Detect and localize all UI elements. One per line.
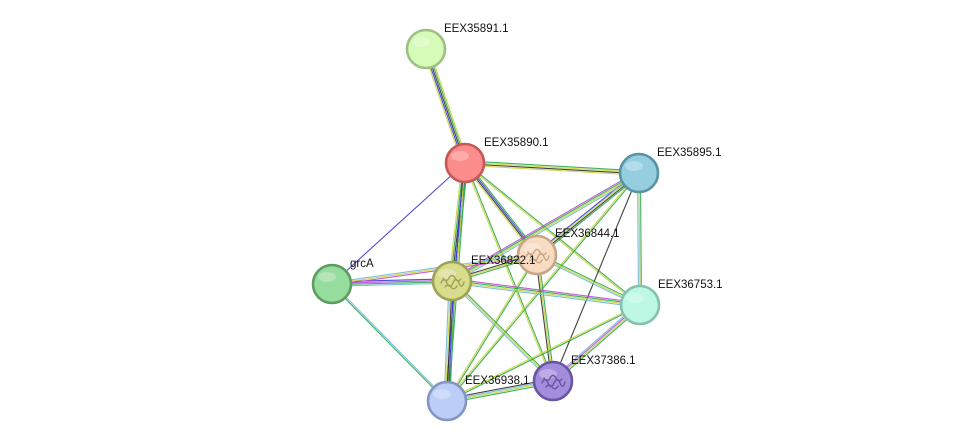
edge-EEX35890-grcA[interactable] [331,162,466,285]
node-highlight [523,243,541,253]
node-EEX35891[interactable] [405,28,447,70]
node-label-EEX36822: EEX36822.1 [471,255,536,267]
edge-strand [465,161,640,173]
edge-strand [638,172,641,306]
node-highlight [451,151,469,161]
edge-strand [451,281,640,307]
node-highlight [412,37,430,47]
edge-strand [552,172,640,382]
protein-structure-icon [440,274,465,290]
node-EEX35895[interactable] [618,152,660,194]
edge-EEX35890-EEX35895[interactable] [464,160,640,176]
edge-strand [465,162,641,305]
edge-strand [465,162,555,381]
edge-EEX36753-EEX36938[interactable] [446,303,641,403]
edge-strand [331,162,466,285]
edge-strand [445,254,537,401]
edge-strand [331,254,538,285]
node-EEX36822[interactable] [431,260,473,302]
edge-strand [536,254,554,382]
node-circle[interactable] [532,360,574,402]
node-circle[interactable] [431,260,473,302]
edge-strand [452,279,641,305]
node-highlight [318,272,336,282]
edge-strand [537,254,555,381]
node-label-EEX35890: EEX35890.1 [484,137,549,149]
edge-strand [452,174,641,284]
node-label-EEX35895: EEX35895.1 [657,147,722,159]
edge-grcA-EEX36938[interactable] [331,283,448,402]
edge-layer [331,47,642,404]
node-circle[interactable] [426,380,468,422]
edge-EEX35890-EEX36753[interactable] [464,162,641,306]
edge-strand [450,281,553,383]
node-label-EEX36844: EEX36844.1 [555,228,620,240]
node-label-EEX36938: EEX36938.1 [465,375,530,387]
node-highlight [625,161,643,171]
protein-structure-icon [541,374,566,390]
edge-strand [447,305,641,403]
edge-strand [463,163,553,382]
edge-EEX36844-EEX36938[interactable] [445,254,539,402]
node-EEX36844[interactable] [516,234,558,276]
node-grcA[interactable] [311,263,353,305]
node-EEX36753[interactable] [619,284,661,326]
edge-EEX36822-EEX37386[interactable] [450,279,555,383]
protein-structure-icon [525,248,550,264]
edge-strand [464,164,639,176]
edge-strand [535,255,553,382]
edge-strand [639,172,642,305]
node-EEX37386[interactable] [532,360,574,402]
node-highlight [539,369,557,379]
edge-strand [332,283,448,401]
node-circle[interactable] [619,284,661,326]
edge-strand [464,163,640,306]
edge-strand [446,303,640,401]
edge-EEX36844-EEX37386[interactable] [535,254,555,382]
edge-strand [538,174,641,258]
edge-EEX35895-EEX37386[interactable] [552,172,640,382]
edge-strand [451,282,640,308]
node-EEX35890[interactable] [444,142,486,184]
node-label-EEX36753: EEX36753.1 [658,279,723,291]
edge-strand [464,163,639,175]
edge-EEX35890-EEX37386[interactable] [463,162,555,382]
edge-strand [447,173,640,402]
node-highlight [626,293,644,303]
edge-strand [447,255,539,402]
edge-strand [331,284,447,402]
edge-strand [452,278,641,304]
edge-strand [452,279,555,381]
edge-strand [465,160,640,172]
edge-strand [331,253,537,284]
node-layer [311,28,661,422]
edge-strand [637,173,640,306]
node-circle[interactable] [444,142,486,184]
node-circle[interactable] [618,152,660,194]
edge-strand [537,173,640,256]
node-label-EEX37386: EEX37386.1 [571,355,636,367]
node-circle[interactable] [405,28,447,70]
node-highlight [433,389,451,399]
edge-EEX36822-EEX36753[interactable] [451,278,641,308]
edge-strand [451,280,554,382]
node-EEX36938[interactable] [426,380,468,422]
edge-EEX35895-EEX36753[interactable] [637,172,642,306]
node-label-EEX35891: EEX35891.1 [444,23,509,35]
node-label-grcA: grcA [350,258,374,270]
node-circle[interactable] [311,263,353,305]
node-circle[interactable] [516,234,558,276]
node-highlight [438,269,456,279]
